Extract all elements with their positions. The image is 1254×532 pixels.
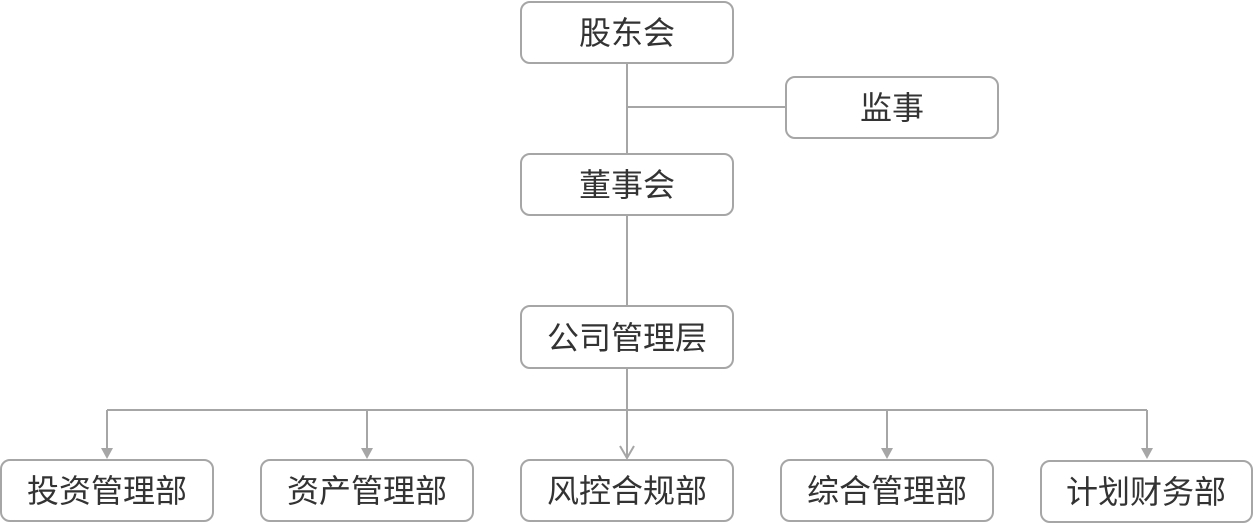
node-department: 综合管理部 — [780, 459, 994, 522]
node-department: 投资管理部 — [0, 459, 214, 522]
node-department-label: 投资管理部 — [27, 472, 187, 510]
node-board: 董事会 — [520, 153, 734, 216]
node-supervisor: 监事 — [785, 76, 999, 139]
node-shareholders: 股东会 — [520, 1, 734, 64]
node-management-label: 公司管理层 — [547, 319, 707, 357]
node-department: 资产管理部 — [260, 459, 474, 522]
node-management: 公司管理层 — [520, 305, 734, 369]
arrow-icon — [361, 448, 373, 459]
node-board-label: 董事会 — [579, 166, 675, 204]
node-department-label: 风控合规部 — [547, 472, 707, 510]
node-department-label: 资产管理部 — [287, 472, 447, 510]
node-supervisor-label: 监事 — [860, 89, 924, 127]
node-department: 风控合规部 — [520, 459, 734, 522]
node-department-label: 计划财务部 — [1066, 473, 1226, 511]
node-shareholders-label: 股东会 — [579, 14, 675, 52]
arrow-icon — [619, 445, 635, 460]
node-department-label: 综合管理部 — [807, 472, 967, 510]
arrow-icon — [101, 448, 113, 459]
arrow-icon — [881, 448, 893, 459]
arrow-icon — [1141, 448, 1153, 459]
node-department: 计划财务部 — [1040, 460, 1253, 523]
